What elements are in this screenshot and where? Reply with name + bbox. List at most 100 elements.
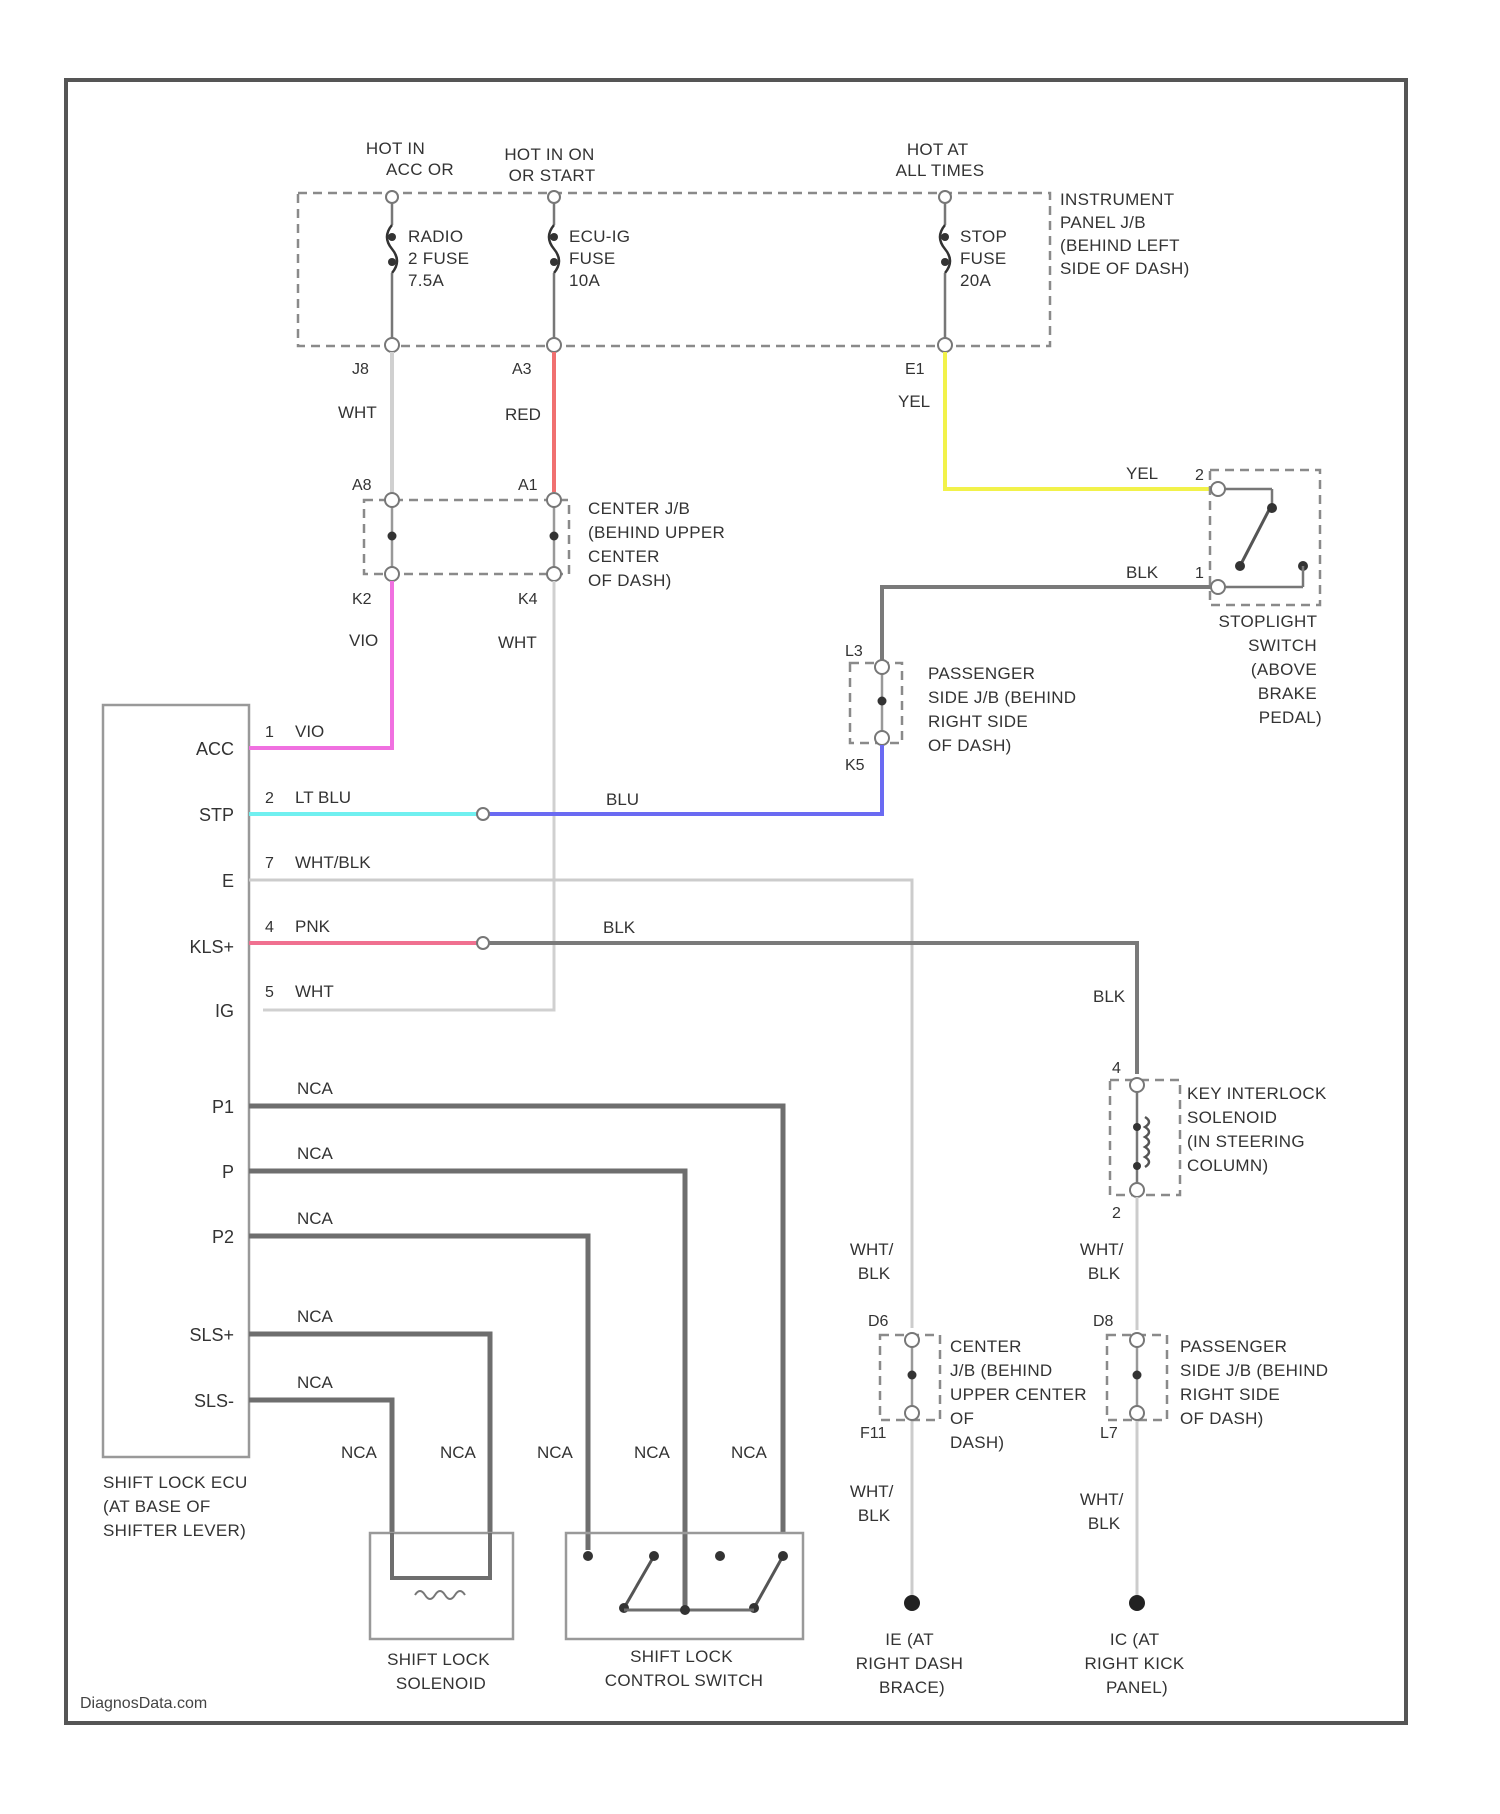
- wire-blu: [487, 745, 882, 814]
- connector-pin: [939, 191, 951, 203]
- wire-label: NCA: [341, 1443, 378, 1462]
- wire-label: WHT/ BLK: [1080, 1240, 1128, 1283]
- wire-label: NCA: [297, 1307, 334, 1326]
- fuse-stop: [940, 197, 950, 340]
- stoplight-switch-contact: [1240, 508, 1270, 566]
- wire-yel-e1: [945, 352, 1213, 489]
- wire-label: RED: [505, 405, 541, 424]
- ecu-terminal-e: E: [222, 871, 234, 891]
- interlock-coil: [1145, 1117, 1149, 1167]
- wire-label: WHT/ BLK: [850, 1482, 898, 1525]
- center-jb-bottom-label: CENTER J/B (BEHIND UPPER CENTER OF DASH): [950, 1337, 1092, 1452]
- connector-pin: [1130, 1333, 1144, 1347]
- key-interlock-label: KEY INTERLOCK SOLENOID (IN STEERING COLU…: [1187, 1084, 1332, 1175]
- connector-pin: [875, 731, 889, 745]
- shift-lock-solenoid-label: SHIFT LOCK SOLENOID: [387, 1650, 495, 1693]
- wire-label: NCA: [297, 1373, 334, 1392]
- connector-pin: [1211, 580, 1225, 594]
- shift-lock-control-switch-label: SHIFT LOCK CONTROL SWITCH: [605, 1647, 763, 1690]
- ground-ic-point: [1129, 1595, 1145, 1611]
- wire-label: NCA: [297, 1144, 334, 1163]
- connector-id: J8: [352, 361, 369, 378]
- connector-pin: [547, 567, 561, 581]
- connector-pin: [385, 338, 399, 352]
- connector-pin: [938, 338, 952, 352]
- connector-id: K4: [518, 591, 538, 608]
- wire-label: BLK: [1093, 987, 1126, 1006]
- wire-label: PNK: [295, 917, 331, 936]
- ecu-terminal-sls: SLS-: [194, 1391, 234, 1411]
- connector-id: A1: [518, 477, 538, 494]
- passenger-jb-bottom-label: PASSENGER SIDE J/B (BEHIND RIGHT SIDE OF…: [1180, 1337, 1333, 1428]
- wire-nca-sls-minus: [249, 1400, 392, 1533]
- wire-label: BLU: [606, 790, 639, 809]
- pin-number: 1: [1195, 565, 1204, 582]
- pin-number: 5: [265, 984, 274, 1001]
- wire-label: WHT: [498, 633, 537, 652]
- connector-id: K2: [352, 591, 372, 608]
- ground-ie-point: [904, 1595, 920, 1611]
- ground-ic-label: IC (AT RIGHT KICK PANEL): [1084, 1630, 1189, 1697]
- connector-id: A3: [512, 361, 532, 378]
- wire-label: WHT/ BLK: [1080, 1490, 1128, 1533]
- ecu-terminal-p2: P2: [212, 1227, 234, 1247]
- pin-number: 2: [265, 790, 274, 807]
- wire-label: BLK: [603, 918, 636, 937]
- fuse-radio: [387, 197, 397, 340]
- connector-pin: [1130, 1406, 1144, 1420]
- wire-blk-stoplight: [882, 587, 1211, 663]
- ecu-terminal-kls: KLS+: [189, 937, 234, 957]
- wire-label: YEL: [1126, 464, 1158, 483]
- wire-label: NCA: [731, 1443, 768, 1462]
- wire-label: WHT: [338, 403, 377, 422]
- instrument-panel-jb-box: [298, 193, 1050, 346]
- connector-id: D8: [1093, 1313, 1114, 1330]
- connector-pin: [875, 660, 889, 674]
- instrument-panel-jb-label: INSTRUMENT PANEL J/B (BEHIND LEFT SIDE O…: [1060, 190, 1190, 278]
- fuse-label-ecu-ig: ECU-IG FUSE 10A: [569, 227, 635, 290]
- switch-contact-2: [754, 1556, 783, 1608]
- connector-id: E1: [905, 361, 925, 378]
- pin-number: 2: [1195, 467, 1204, 484]
- ecu-terminal-stp: STP: [199, 805, 234, 825]
- wire-label: NCA: [634, 1443, 671, 1462]
- pin-number: 4: [265, 919, 274, 936]
- connector-id: F11: [860, 1425, 886, 1442]
- connector-id: K5: [845, 757, 865, 774]
- pin-number: 4: [1112, 1060, 1121, 1077]
- fuse-label-radio: RADIO 2 FUSE 7.5A: [408, 227, 474, 290]
- ecu-terminal-sls: SLS+: [189, 1325, 234, 1345]
- wire-blk-kls: [489, 943, 1137, 1074]
- fuse-label-stop: STOP FUSE 20A: [960, 227, 1012, 290]
- pin-number: 1: [265, 724, 274, 741]
- connector-pin: [547, 493, 561, 507]
- connector-id: L7: [1100, 1425, 1118, 1442]
- connector-pin: [548, 191, 560, 203]
- wire-label: WHT: [295, 982, 334, 1001]
- connector-id: D6: [868, 1313, 889, 1330]
- wire-label: WHT/BLK: [295, 853, 371, 872]
- connector-pin: [905, 1333, 919, 1347]
- connector-pin: [1130, 1078, 1144, 1092]
- connector-pin: [1211, 482, 1225, 496]
- power-label-always: HOT AT ALL TIMES: [896, 140, 985, 180]
- center-jb-top-label: CENTER J/B (BEHIND UPPER CENTER OF DASH): [588, 499, 730, 590]
- power-label-acc: HOT IN ACC OR: [366, 139, 454, 179]
- wire-label: BLK: [1126, 563, 1159, 582]
- ecu-terminal-acc: ACC: [196, 739, 234, 759]
- power-label-run: HOT IN ON OR START: [504, 145, 599, 185]
- shift-lock-ecu-label: SHIFT LOCK ECU (AT BASE OF SHIFTER LEVER…: [103, 1473, 253, 1540]
- connector-pin: [1130, 1183, 1144, 1197]
- wire-label: VIO: [295, 722, 324, 741]
- connector-pin: [905, 1406, 919, 1420]
- wire-nca-p2: [249, 1236, 588, 1550]
- wire-label: NCA: [440, 1443, 477, 1462]
- solenoid-coil: [392, 1533, 490, 1578]
- connector-pin: [385, 493, 399, 507]
- connector-pin: [385, 567, 399, 581]
- pin-number: 7: [265, 855, 274, 872]
- connector-pin: [386, 191, 398, 203]
- pin-number: 2: [1112, 1205, 1121, 1222]
